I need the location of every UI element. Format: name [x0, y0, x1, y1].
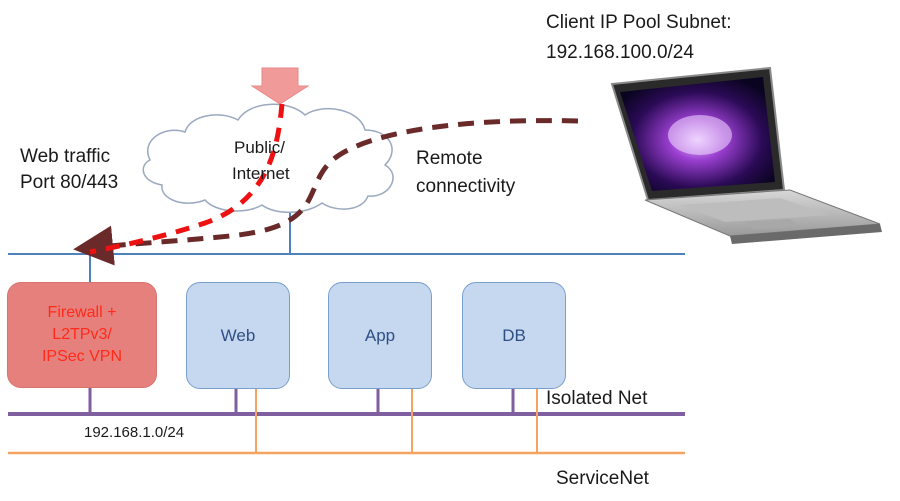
web-server-label: Web: [220, 325, 256, 345]
cloud-label-line1: Public/: [234, 138, 286, 157]
firewall-label-line3: IPSec VPN: [41, 348, 123, 365]
laptop-icon: [610, 66, 882, 244]
app-server-label: App: [364, 325, 396, 345]
web-traffic-label-line1: Web traffic: [20, 146, 111, 167]
isolated-subnet-label: 192.168.1.0/24: [84, 424, 185, 441]
cloud-label-line2: Internet: [232, 164, 290, 183]
web-traffic-label-line2: Port 80/443: [20, 172, 119, 193]
client-pool-subnet: 192.168.100.0/24: [546, 42, 694, 63]
isolated-net-label: Isolated Net: [546, 388, 648, 409]
firewall-label-line2: L2TPv3/: [52, 326, 112, 343]
service-net-label: ServiceNet: [556, 468, 649, 489]
db-server-node: DB: [462, 282, 566, 389]
db-server-label: DB: [502, 325, 526, 345]
firewall-label-line1: Firewall +: [47, 304, 117, 321]
client-pool-title: Client IP Pool Subnet:: [546, 12, 732, 33]
internet-cloud: [142, 103, 394, 213]
web-traffic-flow: [89, 103, 285, 255]
app-server-node: App: [328, 282, 432, 389]
remote-label-line2: connectivity: [416, 176, 516, 197]
firewall-node: Firewall + L2TPv3/ IPSec VPN: [7, 282, 157, 388]
web-server-node: Web: [186, 282, 290, 389]
remote-connectivity-flow: [73, 118, 579, 266]
remote-label-line1: Remote: [416, 148, 483, 169]
inbound-arrow: [250, 67, 310, 105]
